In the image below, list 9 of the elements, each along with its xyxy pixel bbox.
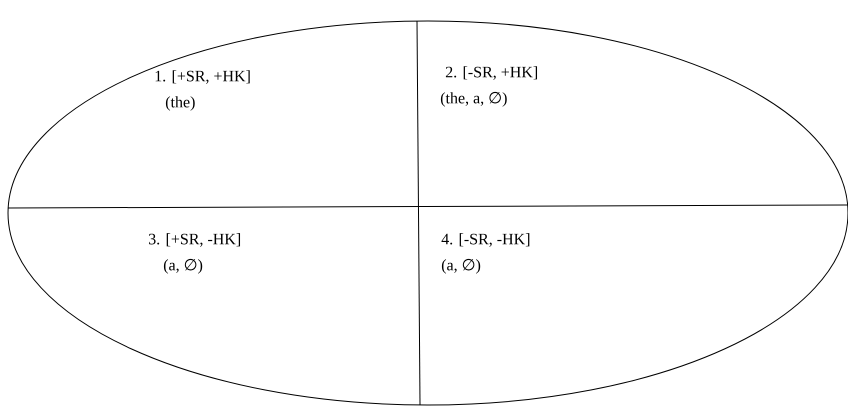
quadrant-heading: 1. [+SR, +HK]	[156, 70, 250, 84]
quadrant-heading: 3. [+SR, -HK]	[148, 233, 240, 247]
quadrant-text: (a, ∅)	[164, 258, 202, 274]
quadrant-text: (the, a, ∅)	[440, 92, 507, 107]
quadrant-heading: 4. [-SR, -HK]	[442, 233, 530, 247]
quadrant-heading: 2. [-SR, +HK]	[446, 66, 538, 80]
ellipse-shape	[8, 20, 848, 406]
quadrant-text: (the)	[166, 96, 195, 111]
quadrant-text: (a, ∅)	[442, 258, 480, 274]
